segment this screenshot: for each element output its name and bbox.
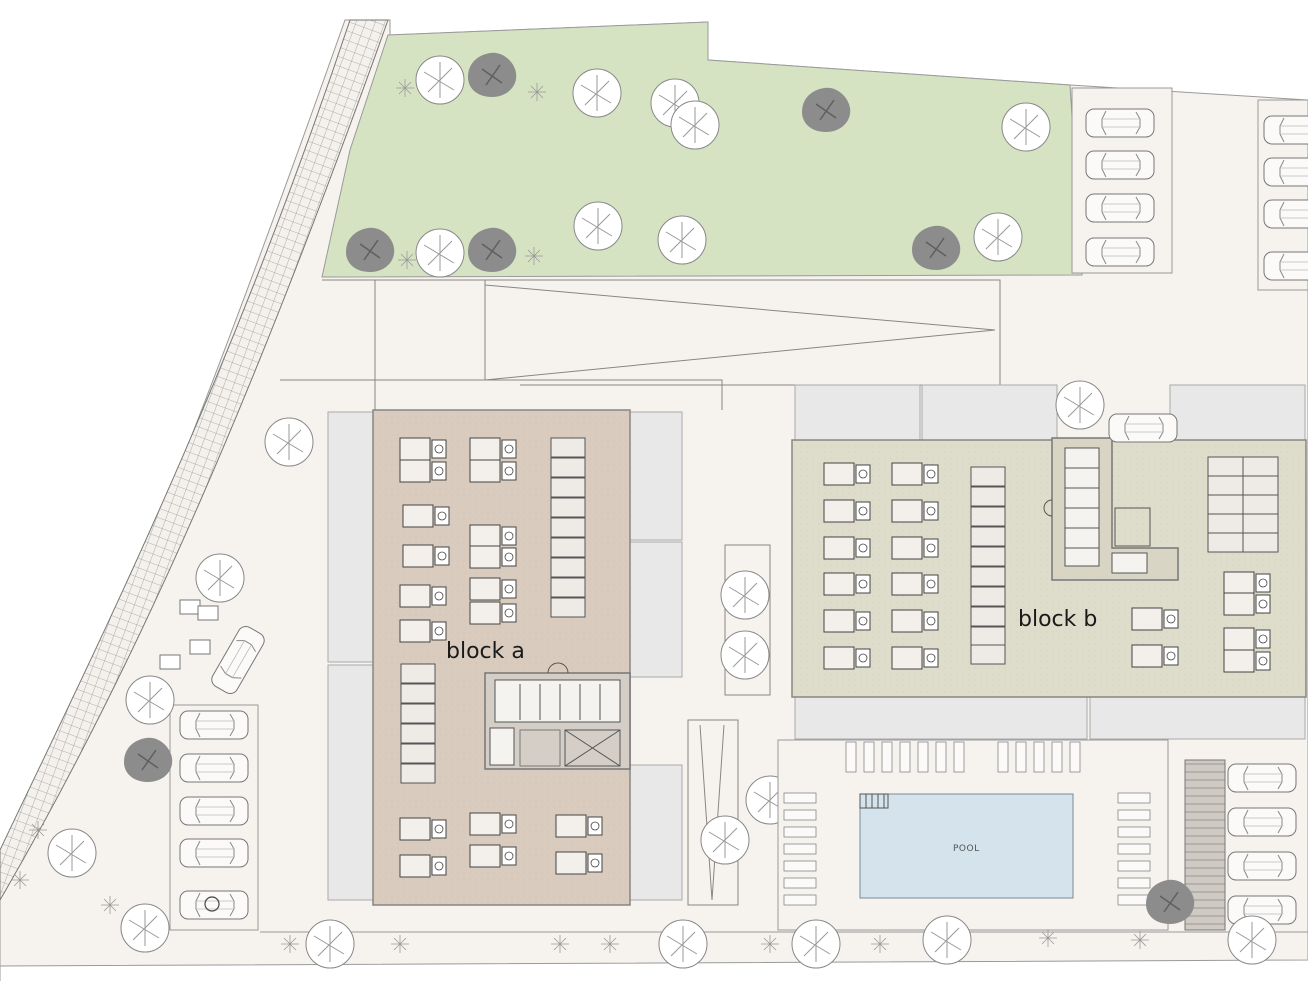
- pool-area: POOL: [777, 739, 1169, 931]
- parking-top-right: [1071, 87, 1308, 291]
- parking-right: [1145, 759, 1297, 931]
- paved-walkway: [0, 19, 389, 901]
- pool-stairs-icon: [859, 793, 889, 809]
- sun-loungers-left: [783, 792, 817, 906]
- sun-loungers-right: [1117, 792, 1151, 906]
- block-b-balcony-top-left: [794, 384, 921, 441]
- block-b-balcony-bottom-right: [1089, 696, 1306, 740]
- driveway: [280, 279, 1001, 410]
- pool: [859, 793, 1074, 899]
- block-a-label: block a: [446, 639, 525, 664]
- block-b-stairs: [1065, 467, 1099, 549]
- accessible-parking-icon: [204, 896, 220, 912]
- block-b-balcony-top-right: [1169, 384, 1306, 441]
- central-strip: [687, 544, 795, 906]
- block-b-label: block b: [1018, 607, 1097, 632]
- block-b-balcony-top-mid: [921, 384, 1058, 441]
- pool-label: POOL: [953, 844, 980, 854]
- block-a-balcony-left-lower: [327, 664, 374, 901]
- parking-left: [159, 599, 268, 931]
- block-a: block a: [327, 409, 683, 906]
- block-a-balcony-left: [327, 411, 374, 663]
- bottom-planting: [260, 915, 1308, 969]
- block-b-balcony-bottom-left: [794, 696, 1088, 740]
- block-b-tall-units: [970, 456, 1279, 665]
- block-a-stairs: [519, 684, 601, 720]
- block-a-balcony-right-lower: [629, 764, 683, 901]
- block-a-balcony-right-mid: [629, 541, 683, 678]
- block-a-balcony-right: [629, 411, 683, 541]
- block-b: block b: [791, 384, 1307, 740]
- elevator-icon: [564, 729, 621, 767]
